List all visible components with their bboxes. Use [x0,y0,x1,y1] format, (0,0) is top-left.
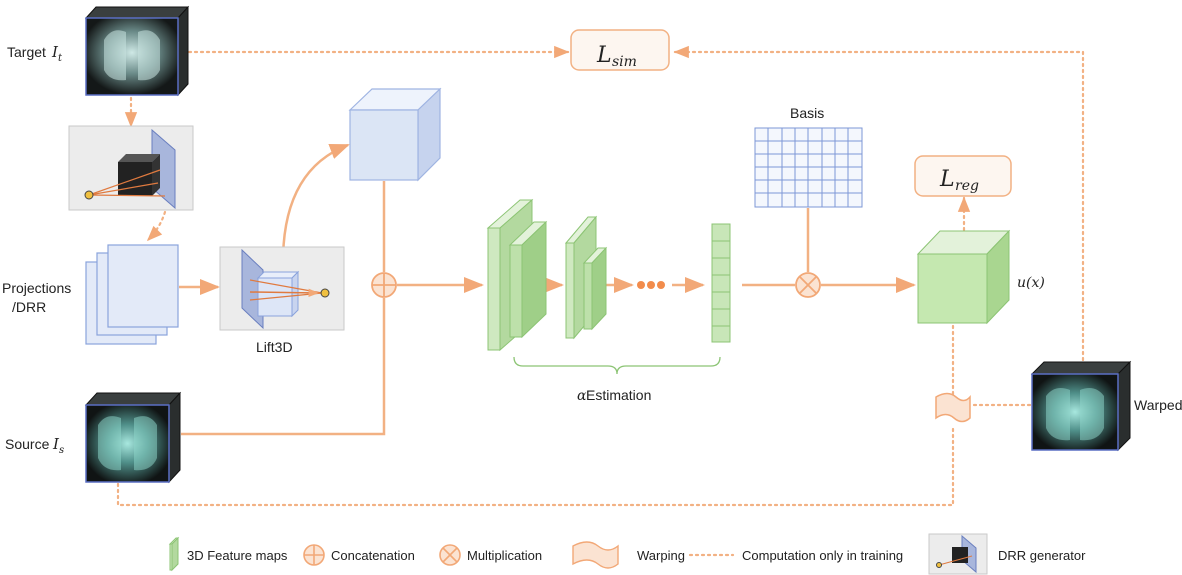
legend-warping-label: Warping [637,548,685,563]
legend-drr-generator-label: DRR generator [998,548,1086,563]
legend-feature-maps: 3D Feature maps [168,536,288,572]
source-sub: s [59,445,64,456]
source-label: Source [5,436,50,452]
legend-training-only: Computation only in training [688,548,903,563]
legend-concatenation-label: Concatenation [331,548,415,563]
target-var: I [51,43,59,61]
basis-label: Basis [790,105,824,121]
legend-warping: Warping [572,541,685,569]
legend-drr-generator: DRR generator [928,533,1086,575]
concatenation-symbol [371,272,397,298]
multiplication-symbol [795,272,821,298]
l-sim-box: L sim [570,29,670,71]
alpha-vector [711,223,731,343]
target-ct-volume [84,5,190,97]
l-reg-main: L [939,167,955,192]
alpha-brace [513,356,721,375]
legend: 3D Feature maps Concatenation Multiplica… [168,533,1086,575]
alpha-symbol: α [577,388,587,404]
warped-label: Warped [1134,397,1182,413]
drr-generator-box [68,125,194,211]
legend-concatenation: Concatenation [303,544,415,566]
projections-stack [85,244,179,345]
lifted-volume-cube [348,87,442,182]
lift3d-box [219,246,345,331]
projections-label-line2: /DRR [12,299,46,315]
legend-multiplication: Multiplication [439,544,542,566]
target-sub: t [58,53,63,64]
l-reg-sub: reg [955,178,979,194]
alpha-estimation-label: Estimation [586,387,651,403]
legend-training-only-label: Computation only in training [742,548,903,563]
warping-symbol [935,392,971,423]
deformation-field-cube [916,229,1011,325]
target-label: Target [7,44,46,60]
warped-ct-volume [1030,360,1132,452]
l-reg-box: L reg [914,155,1012,197]
ux-label: u(x) [1017,275,1045,291]
source-var: I [52,435,60,453]
flow-lines [179,143,916,436]
basis-grid [754,127,863,208]
lift3d-label: Lift3D [256,339,293,355]
projections-label-line1: Projections [2,280,71,296]
source-ct-volume [84,391,182,484]
l-sim-main: L [596,43,612,68]
legend-feature-maps-label: 3D Feature maps [187,548,288,563]
l-sim-sub: sim [612,54,637,70]
feature-maps [486,198,608,352]
ellipsis-dots [637,281,665,289]
training-dotted-lines [116,45,1085,507]
legend-multiplication-label: Multiplication [467,548,542,563]
